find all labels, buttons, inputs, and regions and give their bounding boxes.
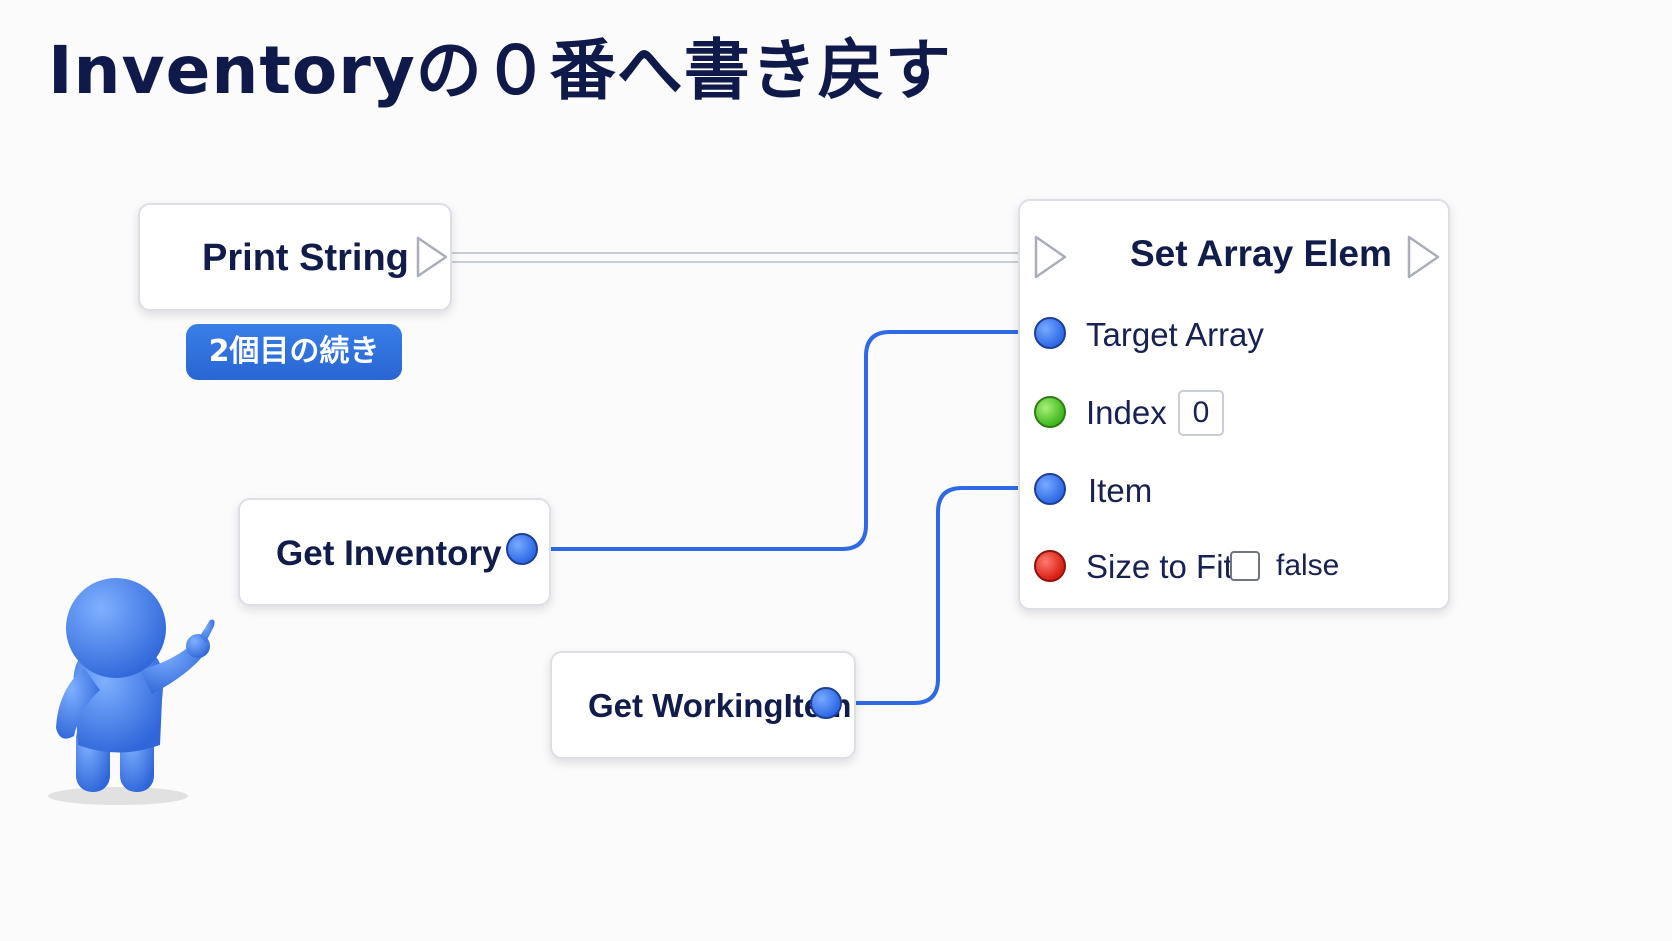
target-array-label: Target Array: [1086, 316, 1264, 353]
index-label: Index: [1086, 394, 1167, 431]
target-array-pin[interactable]: [1034, 317, 1066, 349]
size-to-fit-pin[interactable]: [1034, 550, 1066, 582]
size-to-fit-checkbox[interactable]: [1230, 551, 1260, 581]
index-pin[interactable]: [1034, 396, 1066, 428]
size-to-fit-label: Size to Fit: [1086, 548, 1233, 585]
get-working-item-node[interactable]: Get WorkingItem: [550, 651, 856, 759]
item-pin[interactable]: [1034, 473, 1066, 505]
exec-wire: [446, 252, 1040, 263]
set-array-elem-title: Set Array Elem: [1130, 233, 1392, 274]
get-inventory-label: Get Inventory: [276, 534, 502, 573]
get-inventory-output-pin[interactable]: [506, 533, 538, 565]
print-string-label: Print String: [202, 237, 409, 279]
print-string-node[interactable]: Print String: [138, 203, 452, 311]
index-value-input[interactable]: 0: [1178, 390, 1224, 436]
get-working-item-output-pin[interactable]: [810, 687, 842, 719]
page-title: Inventoryの０番へ書き戻す: [48, 32, 952, 109]
wire-workingitem-to-item: [842, 486, 1040, 705]
get-working-item-label: Get WorkingItem: [588, 687, 852, 724]
set-array-elem-node[interactable]: Set Array Elem: [1018, 199, 1450, 610]
wire-inventory-to-target-array: [538, 330, 1040, 551]
get-inventory-node[interactable]: Get Inventory: [238, 498, 551, 606]
item-label: Item: [1088, 472, 1153, 509]
note-badge: 2個目の続き: [186, 324, 402, 380]
size-to-fit-value: false: [1276, 549, 1340, 582]
